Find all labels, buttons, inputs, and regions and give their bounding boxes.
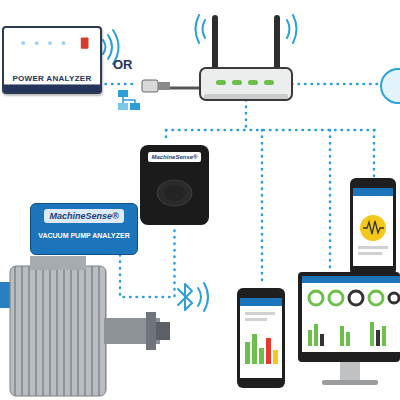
cloud-icon [381,69,400,103]
smartphone [237,288,285,388]
node-text: MachineSense® [44,209,123,223]
desktop-monitor [298,272,400,385]
node-text: VACUUM PUMP ANALYZER [38,232,129,239]
smartphone [350,178,396,276]
sensor-box: MachineSense® VACUUM PUMP ANALYZER [30,203,138,255]
ethernet-icon [118,90,140,110]
router-icon [196,15,297,100]
node-text: MachineSense® [148,152,200,162]
bluetooth-symbol [178,283,208,311]
or-label: OR [113,57,133,72]
network-lines [99,84,378,286]
ethernet-cable [142,80,200,92]
node-text: POWER ANALYZER [12,74,91,83]
receiver-hub: MachineSense® [140,145,209,225]
vacuum-pump [0,256,170,396]
power-analyzer-box: POWER ANALYZER [2,26,102,94]
